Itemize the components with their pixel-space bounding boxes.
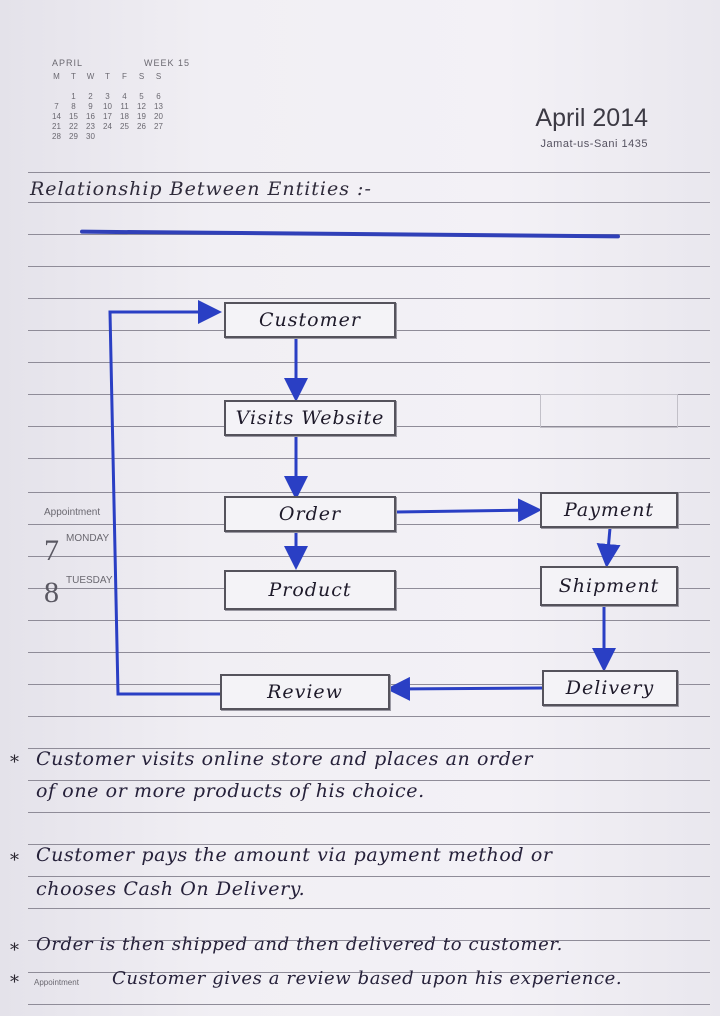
- faint-empty-box: [540, 394, 678, 428]
- note-line: of one or more products of his choice.: [36, 780, 425, 802]
- calendar-day: 24: [103, 122, 112, 131]
- calendar-day: 16: [86, 112, 95, 121]
- calendar-weekday: W: [86, 72, 95, 81]
- note-line: Customer visits online store and places …: [36, 748, 534, 770]
- calendar-day: 12: [137, 102, 146, 111]
- day-name: TUESDAY: [66, 575, 113, 586]
- calendar-day: 21: [52, 122, 61, 131]
- calendar-weekday: M: [53, 72, 60, 81]
- calendar-day: 13: [154, 102, 163, 111]
- calendar-day: 3: [105, 92, 110, 101]
- arrow-order-to-payment: [395, 498, 542, 523]
- page-heading: Relationship Between Entities :-: [30, 178, 372, 200]
- node-product: Product: [224, 570, 396, 610]
- calendar-day: 19: [137, 112, 146, 121]
- note-bullet: *: [10, 940, 19, 961]
- calendar-day: 6: [156, 92, 161, 101]
- node-customer: Customer: [224, 302, 396, 338]
- page-month-title: April 2014: [535, 104, 648, 132]
- node-order: Order: [224, 496, 396, 532]
- calendar-day: 25: [120, 122, 129, 131]
- ruled-line: [28, 458, 710, 459]
- ruled-line: [28, 266, 710, 267]
- ruled-line: [28, 812, 710, 813]
- node-visits-website: Visits Website: [224, 400, 396, 436]
- calendar-day: 27: [154, 122, 163, 131]
- ruled-line: [28, 362, 710, 363]
- ruled-line: [28, 844, 710, 845]
- arrow-payment-to-shipment: [596, 527, 621, 568]
- calendar-day: 4: [122, 92, 127, 101]
- ruled-line: [28, 172, 710, 173]
- ruled-line: [28, 202, 710, 203]
- appointment-label: Appointment: [44, 507, 101, 518]
- calendar-day: 2: [88, 92, 93, 101]
- calendar-day: 20: [154, 112, 163, 121]
- ruled-line: [28, 652, 710, 653]
- calendar-day: 29: [69, 132, 78, 141]
- calendar-day: 26: [137, 122, 146, 131]
- calendar-weekday: T: [105, 72, 110, 81]
- ruled-line: [28, 940, 710, 941]
- calendar-day: 18: [120, 112, 129, 121]
- calendar-weekday: F: [122, 72, 127, 81]
- note-bullet: *: [10, 972, 19, 993]
- calendar-day: 28: [52, 132, 61, 141]
- calendar-day: 5: [139, 92, 144, 101]
- calendar-day: 9: [88, 102, 93, 111]
- calendar-week: WEEK 15: [144, 58, 191, 68]
- calendar-weekday: T: [71, 72, 76, 81]
- ruled-line: [28, 716, 710, 717]
- note-line: Customer gives a review based upon his e…: [112, 968, 623, 989]
- node-shipment: Shipment: [540, 566, 678, 606]
- calendar-day: 1: [71, 92, 76, 101]
- calendar-day: 17: [103, 112, 112, 121]
- ruled-line: [28, 394, 710, 395]
- ruled-line: [28, 1004, 710, 1005]
- calendar-day: 11: [120, 102, 129, 111]
- calendar-day: 10: [103, 102, 112, 111]
- node-payment: Payment: [540, 492, 678, 528]
- ruled-line: [28, 492, 710, 493]
- ruled-line: [28, 620, 710, 621]
- ruled-line: [28, 876, 710, 877]
- day-number: 8: [44, 576, 59, 609]
- ruled-line: [28, 298, 710, 299]
- calendar-day: 22: [69, 122, 78, 131]
- arrow-review-to-customer: [108, 300, 222, 696]
- node-review: Review: [220, 674, 390, 710]
- day-name: MONDAY: [66, 533, 110, 544]
- calendar-day: 8: [71, 102, 76, 111]
- calendar-day: 15: [69, 112, 78, 121]
- calendar-day: 30: [86, 132, 95, 141]
- appointment-label-footer: Appointment: [34, 978, 79, 987]
- note-bullet: *: [10, 752, 19, 773]
- note-line: Customer pays the amount via payment met…: [36, 844, 553, 866]
- calendar-weekday: S: [155, 72, 162, 81]
- node-delivery: Delivery: [542, 670, 678, 706]
- appointment-day-2: 8: [44, 576, 59, 610]
- note-line: Order is then shipped and then delivered…: [36, 934, 563, 955]
- calendar-day: 23: [86, 122, 95, 131]
- arrow-delivery-to-review: [386, 676, 543, 701]
- day-number: 7: [44, 534, 59, 567]
- calendar-weekday: S: [138, 72, 145, 81]
- hijri-date: Jamat-us-Sani 1435: [540, 138, 648, 150]
- note-bullet: *: [10, 850, 19, 871]
- appointment-day-1: 7: [44, 534, 59, 568]
- ruled-line: [28, 748, 710, 749]
- ruled-line: [28, 972, 710, 973]
- note-line: chooses Cash On Delivery.: [36, 878, 306, 900]
- calendar-day: 14: [52, 112, 61, 121]
- calendar-month: APRIL: [52, 58, 84, 68]
- ruled-line: [28, 556, 710, 557]
- calendar-day: 7: [54, 102, 59, 111]
- ruled-line: [28, 908, 710, 909]
- ruled-line: [28, 780, 710, 781]
